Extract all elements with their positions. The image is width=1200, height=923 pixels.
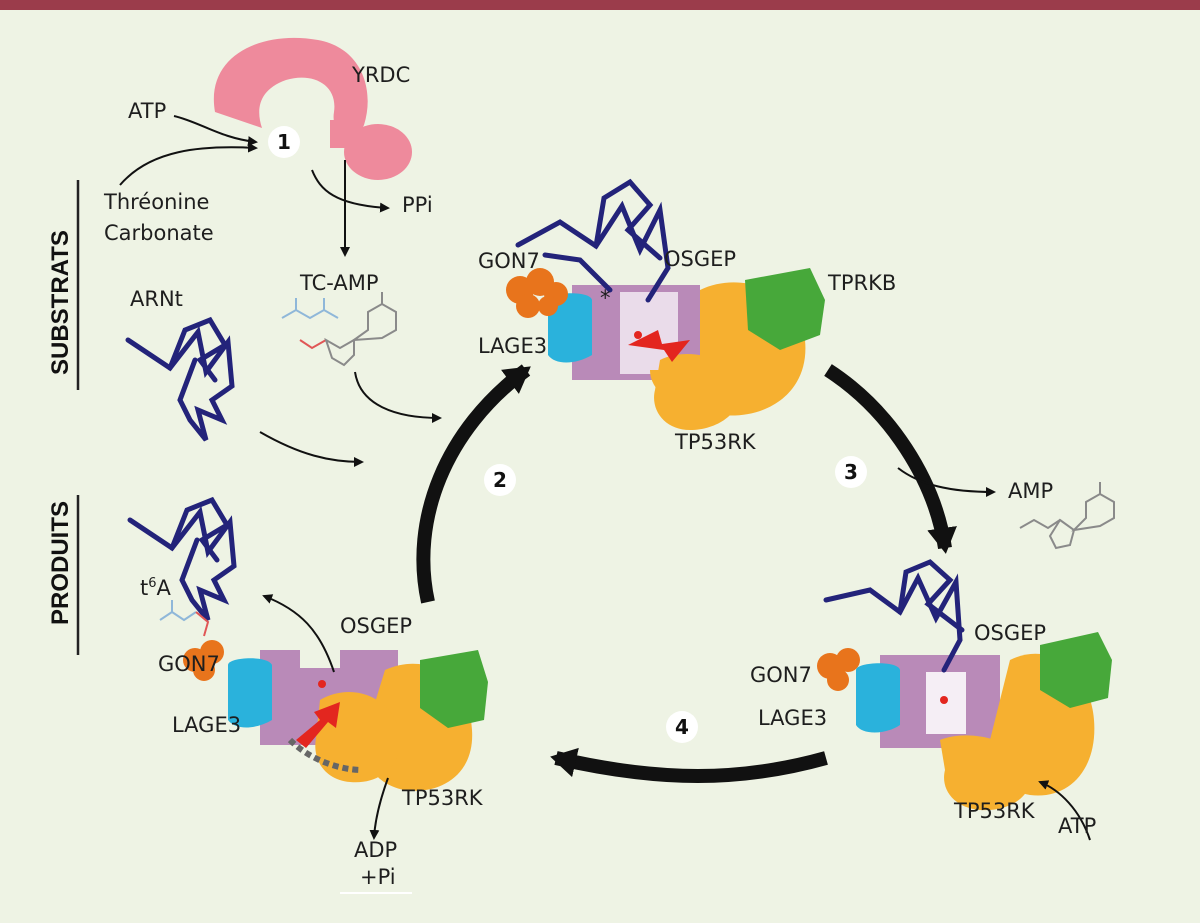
step-2-cycle-arrow xyxy=(416,364,531,604)
step-2-number: 2 xyxy=(493,468,507,492)
amp-molecule-icon xyxy=(1019,482,1115,550)
header-bar xyxy=(0,0,1200,10)
complex-left xyxy=(183,640,488,791)
carbonate-label: Carbonate xyxy=(104,221,214,245)
tc-amp-label: TC-AMP xyxy=(299,271,379,295)
tp53rk-left-label: TP53RK xyxy=(401,786,484,810)
gon7-left-label: GON7 xyxy=(158,652,220,676)
gon7-top-label: GON7 xyxy=(478,249,540,273)
amp-release-arrow xyxy=(897,467,996,497)
produits-label: PRODUITS xyxy=(47,501,74,625)
atp-right-label: ATP xyxy=(1058,814,1096,838)
trna-substrate xyxy=(125,316,235,442)
lage3-top-label: LAGE3 xyxy=(478,334,547,358)
t6a-end: A xyxy=(157,576,172,600)
product-release-arrow xyxy=(262,594,335,673)
tc-amp-to-complex-arrow xyxy=(354,371,442,423)
step-4-marker xyxy=(666,711,698,743)
atp-label: ATP xyxy=(128,99,166,123)
t6a-base: t xyxy=(140,576,148,600)
lage3-left-label: LAGE3 xyxy=(172,713,241,737)
arnt-label: ARNt xyxy=(130,287,183,311)
substrate-arrow xyxy=(119,142,258,186)
substrats-label: SUBSTRATS xyxy=(47,230,74,375)
pi-label: +Pi xyxy=(360,865,396,889)
step-3-marker xyxy=(835,456,867,488)
threonine-label: Thréonine xyxy=(103,190,209,214)
ppi-label: PPi xyxy=(402,193,433,217)
tc-amp-molecule-icon xyxy=(281,292,397,367)
complex-top xyxy=(506,178,825,430)
lage3-right-label: LAGE3 xyxy=(758,706,827,730)
step-3-number: 3 xyxy=(844,460,858,484)
ppi-arrow xyxy=(311,169,390,213)
step-4-cycle-arrow xyxy=(550,747,828,783)
step-4-number: 4 xyxy=(675,715,689,739)
tprkb-label: TPRKB xyxy=(827,271,896,295)
adp-label: ADP xyxy=(354,838,397,862)
step-1-marker xyxy=(268,126,300,158)
trna-product xyxy=(127,496,237,622)
step-2-marker xyxy=(484,464,516,496)
gon7-right-label: GON7 xyxy=(750,663,812,687)
amp-label: AMP xyxy=(1008,479,1053,503)
step-3-cycle-arrow xyxy=(824,364,957,554)
tp53rk-top-label: TP53RK xyxy=(674,430,757,454)
yrdc-enzyme xyxy=(213,37,412,180)
t6a-biosynthesis-diagram: SUBSTRATS PRODUITS YRDC ATP 1 Thréonine … xyxy=(47,37,1115,894)
osgep-right-label: OSGEP xyxy=(974,621,1046,645)
atp-right-arrow xyxy=(1038,780,1091,841)
yrdc-label: YRDC xyxy=(351,63,410,87)
t6a-superscript: 6 xyxy=(148,576,156,591)
adp-release-arrow xyxy=(369,777,389,840)
step-1-number: 1 xyxy=(277,130,291,154)
tp53rk-right-label: TP53RK xyxy=(953,799,1036,823)
complex-right xyxy=(817,559,1112,811)
t6a-label: t6A xyxy=(140,576,172,600)
t6a-molecule-icon xyxy=(159,600,210,637)
osgep-left-label: OSGEP xyxy=(340,614,412,638)
osgep-top-label: OSGEP xyxy=(664,247,736,271)
asterisk-label: * xyxy=(600,286,611,310)
atp-arrow xyxy=(173,115,258,147)
trna-to-complex-arrow xyxy=(259,431,364,467)
